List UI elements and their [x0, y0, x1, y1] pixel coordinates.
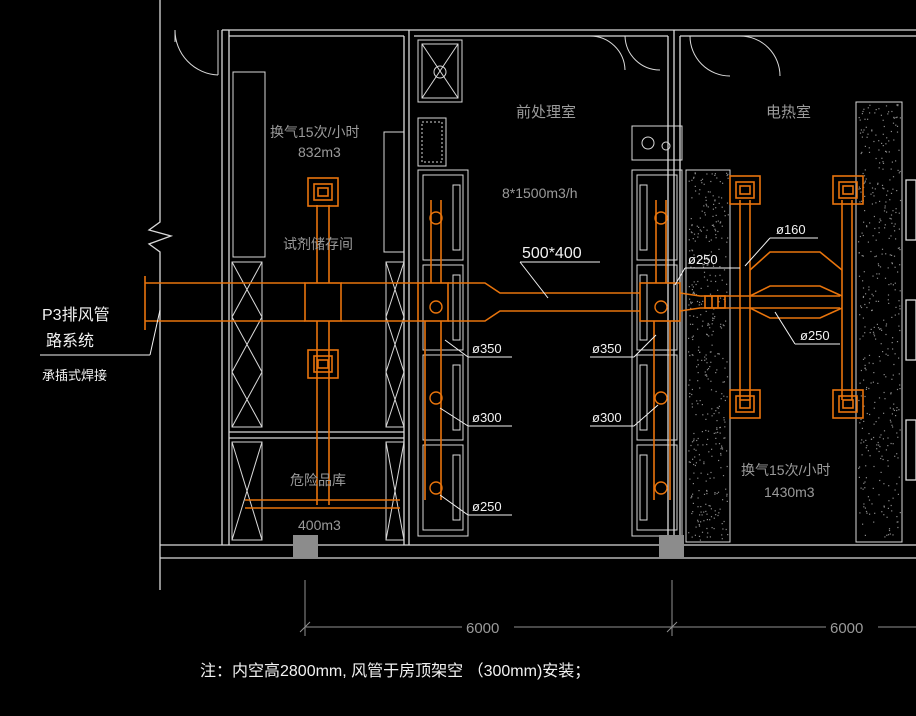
room-label-prep: 前处理室 [516, 104, 576, 121]
duct-size-d250-top: ø250 [688, 252, 718, 267]
column-icon [659, 535, 684, 558]
dimension-span-2: 6000 [830, 620, 863, 637]
exhaust-diffuser-icon [729, 175, 761, 205]
dimension-span-1: 6000 [466, 620, 499, 637]
exhaust-diffuser-icon [832, 175, 864, 205]
sink-icon [417, 117, 683, 167]
duct-size-d160: ø160 [776, 222, 806, 237]
room-label-reagent: 试剂储存间 [283, 236, 353, 252]
exhaust-diffuser-icon [832, 389, 864, 419]
reagent-air-rate: 换气15次/小时 [270, 124, 359, 140]
exhaust-diffuser-icon [307, 349, 339, 379]
system-joint-type: 承插式焊接 [42, 368, 107, 383]
room-label-hazard: 危险品库 [290, 472, 346, 488]
duct-network [144, 175, 864, 509]
fume-hood-column-mid [631, 169, 683, 537]
duct-size-d300-left: ø300 [472, 410, 502, 425]
heating-air-rate: 换气15次/小时 [741, 462, 830, 478]
duct-size-main: 500*400 [522, 245, 582, 262]
column-icon [293, 535, 318, 558]
system-name-line2: 路系统 [46, 332, 94, 350]
leader-lines [40, 237, 840, 516]
duct-size-d250-right: ø250 [800, 328, 830, 343]
cabinets [231, 71, 405, 541]
reagent-air-volume: 832m3 [298, 144, 341, 160]
labels: 前处理室 8*1500m3/h 电热室 试剂储存间 危险品库 换气15次/小时 … [42, 104, 878, 680]
left-outer-wall [147, 0, 174, 590]
dimension-lines [299, 580, 916, 636]
exhaust-diffuser-icon [307, 177, 339, 207]
duct-size-d300-mid: ø300 [592, 410, 622, 425]
installation-note: 注：内空高2800mm, 风管于房顶架空 （300mm)安装； [200, 662, 590, 680]
heating-air-volume: 1430m3 [764, 484, 815, 500]
fume-hood-icon [417, 39, 463, 103]
duct-size-d250-left: ø250 [472, 499, 502, 514]
duct-size-d350-left: ø350 [472, 341, 502, 356]
door-swings [174, 29, 781, 77]
walls [147, 0, 916, 590]
duct-size-d350-mid: ø350 [592, 341, 622, 356]
hazard-air-volume: 400m3 [298, 517, 341, 533]
system-name-line1: P3排风管 [42, 306, 110, 324]
fume-hood-column-left [417, 169, 469, 537]
hood-outlets [429, 211, 668, 495]
exhaust-diffuser-icon [729, 389, 761, 419]
insulation-hatch [685, 101, 903, 543]
prep-flow-label: 8*1500m3/h [502, 185, 578, 201]
room-label-heating: 电热室 [766, 104, 811, 121]
